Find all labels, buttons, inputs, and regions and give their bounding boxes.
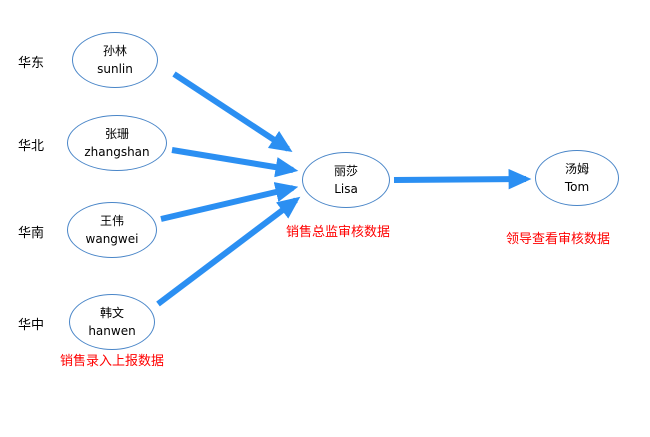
node-tom: 汤姆 Tom: [535, 150, 619, 206]
node-name-cn: 丽莎: [333, 164, 358, 178]
node-name-en: sunlin: [97, 62, 133, 76]
flow-arrow-wangwei-to-lisa: [160, 182, 299, 222]
flow-arrow-hanwen-to-lisa: [156, 196, 301, 307]
annotation-leader-view: 领导查看审核数据: [506, 232, 611, 247]
node-name-cn: 汤姆: [564, 162, 589, 176]
region-label-south: 华南: [18, 226, 45, 241]
node-sunlin: 孙林 sunlin: [72, 32, 158, 88]
node-name-en: Lisa: [334, 182, 358, 196]
flow-arrow-zhangshan-to-lisa: [171, 147, 299, 178]
node-name-cn: 张珊: [104, 127, 129, 141]
annotation-director-review: 销售总监审核数据: [286, 225, 391, 240]
flow-arrow-sunlin-to-lisa: [172, 71, 293, 152]
node-name-cn: 王伟: [99, 214, 124, 228]
flow-arrow-lisa-to-tom: [393, 168, 532, 190]
node-name-cn: 韩文: [99, 306, 124, 320]
region-label-north: 华北: [18, 139, 45, 154]
node-name-en: Tom: [564, 180, 590, 194]
node-name-en: wangwei: [85, 232, 139, 246]
node-name-en: zhangshan: [84, 145, 150, 159]
node-hanwen: 韩文 hanwen: [69, 294, 155, 350]
node-wangwei: 王伟 wangwei: [67, 202, 157, 258]
node-name-en: hanwen: [88, 324, 136, 338]
node-name-cn: 孙林: [102, 44, 127, 58]
node-zhangshan: 张珊 zhangshan: [67, 115, 167, 171]
region-label-central: 华中: [18, 318, 45, 333]
node-lisa: 丽莎 Lisa: [302, 152, 390, 208]
region-label-east: 华东: [18, 56, 45, 71]
annotation-sales-entry: 销售录入上报数据: [60, 354, 165, 369]
